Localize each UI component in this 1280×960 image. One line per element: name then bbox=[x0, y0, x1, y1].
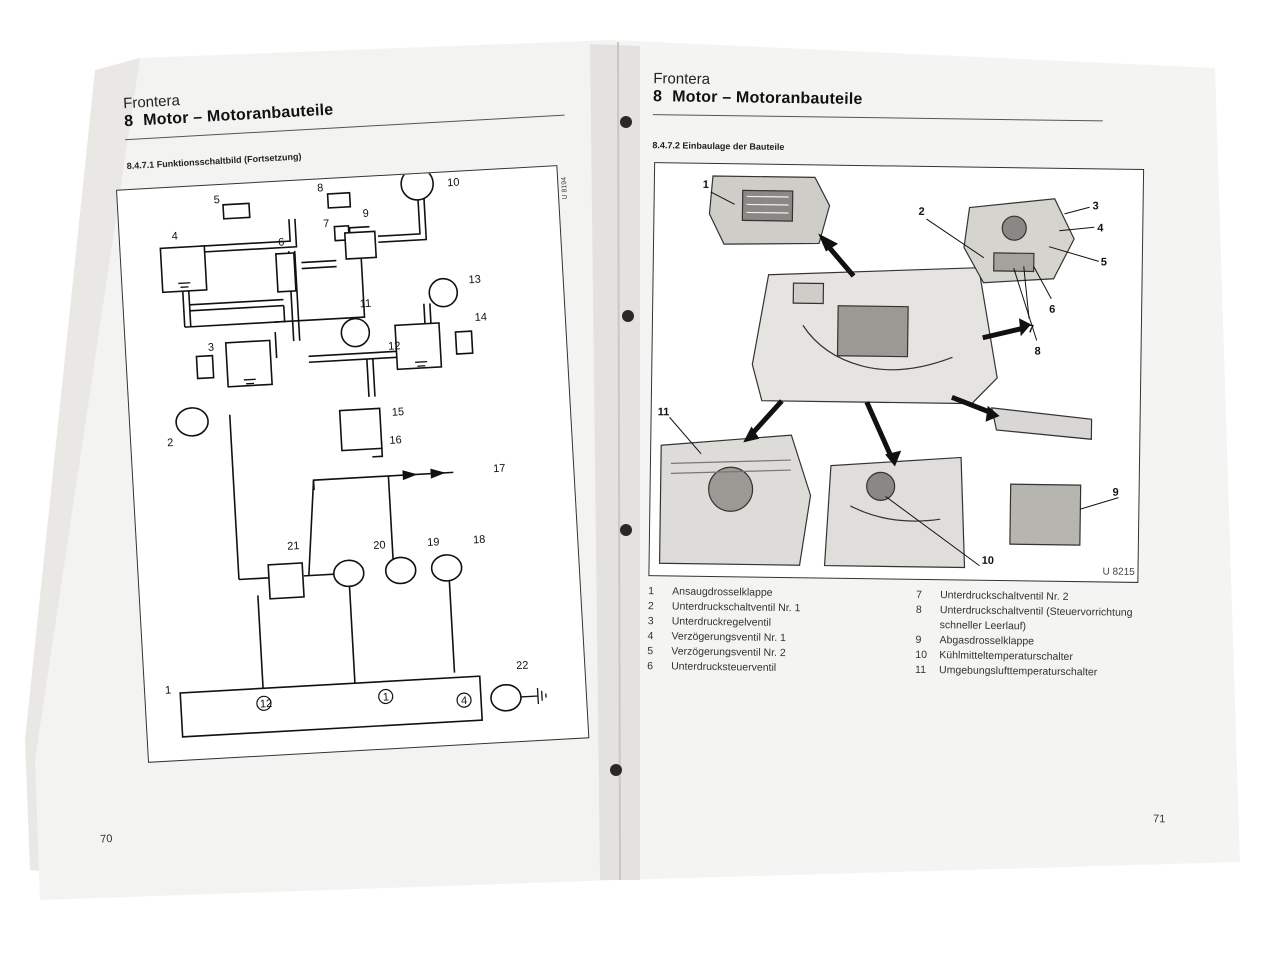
part-label-20: 20 bbox=[373, 539, 386, 552]
part-label-3: 3 bbox=[208, 342, 215, 354]
vacuum-schematic: 12 1 4 1 2 3 4 5 6 7 8 9 10 11 12 13 14 … bbox=[159, 167, 547, 738]
part-label-6: 6 bbox=[278, 236, 285, 248]
part-label-19: 19 bbox=[427, 536, 440, 549]
switch-19 bbox=[384, 556, 417, 585]
callout-3: 3 bbox=[1093, 200, 1099, 212]
switch-20 bbox=[332, 559, 365, 588]
valve-14 bbox=[394, 322, 443, 371]
part-label-17: 17 bbox=[493, 462, 506, 475]
section-title: 8.4.7.1 Funktionsschaltbild (Fortsetzung… bbox=[126, 151, 302, 172]
binding-hole bbox=[620, 524, 632, 536]
connector-4: 4 bbox=[461, 695, 468, 707]
callout-9: 9 bbox=[1113, 487, 1119, 499]
header-rule bbox=[652, 114, 1103, 122]
switch-22 bbox=[490, 683, 522, 712]
part-label-18: 18 bbox=[473, 534, 486, 547]
right-page: Frontera 8 Motor – Motoranbauteile 8.4.7.… bbox=[622, 58, 1245, 866]
part-label-4: 4 bbox=[171, 230, 178, 242]
part-label-1: 1 bbox=[165, 684, 172, 696]
switch-2 bbox=[175, 407, 209, 437]
chapter-number: 8 bbox=[652, 88, 663, 106]
valve-5 bbox=[222, 202, 251, 220]
callout-11: 11 bbox=[658, 406, 670, 418]
part-label-11: 11 bbox=[359, 298, 371, 311]
element-14a bbox=[454, 330, 474, 355]
valve-6 bbox=[274, 252, 297, 293]
page-number: 70 bbox=[99, 832, 113, 846]
part-label-9: 9 bbox=[362, 208, 369, 220]
element-3a bbox=[195, 354, 215, 380]
chapter-title: Motor – Motoranbauteile bbox=[672, 88, 863, 109]
part-label-14: 14 bbox=[474, 311, 487, 324]
part-label-21: 21 bbox=[287, 540, 300, 553]
callout-6: 6 bbox=[1049, 304, 1055, 316]
installation-drawings: 1 2 3 4 5 6 7 8 9 10 11 bbox=[658, 175, 1119, 569]
section-title: 8.4.7.2 Einbaulage der Bauteile bbox=[652, 140, 785, 152]
control-unit-1 bbox=[179, 675, 484, 738]
part-label-8: 8 bbox=[317, 182, 324, 194]
connector-12: 12 bbox=[260, 698, 273, 711]
sensor-11 bbox=[340, 317, 371, 348]
figure-code: U 8194 bbox=[560, 176, 570, 200]
part-label-2: 2 bbox=[167, 437, 174, 449]
binding-hole bbox=[610, 764, 622, 776]
part-label-13: 13 bbox=[468, 274, 481, 287]
installation-figure: 1 2 3 4 5 6 7 8 9 10 11 bbox=[648, 162, 1145, 583]
chapter-heading: 8 Motor – Motoranbauteile bbox=[653, 88, 863, 109]
valve-8 bbox=[326, 191, 352, 209]
switch-18 bbox=[430, 554, 463, 582]
callout-2: 2 bbox=[918, 206, 924, 218]
callout-7: 7 bbox=[1028, 323, 1034, 335]
brand-name: Frontera bbox=[122, 92, 181, 113]
part-label-15: 15 bbox=[392, 406, 405, 419]
box-16 bbox=[338, 407, 383, 452]
callout-4: 4 bbox=[1097, 222, 1104, 234]
part-label-7: 7 bbox=[323, 218, 330, 230]
callout-1: 1 bbox=[703, 179, 709, 191]
valve-9 bbox=[343, 230, 378, 260]
valve-4 bbox=[159, 245, 208, 294]
schematic-figure: 12 1 4 1 2 3 4 5 6 7 8 9 10 11 12 13 14 … bbox=[116, 165, 590, 763]
part-label-12: 12 bbox=[388, 340, 401, 353]
part-label-10: 10 bbox=[447, 177, 460, 190]
page-number: 71 bbox=[1152, 813, 1166, 826]
part-label-5: 5 bbox=[213, 194, 220, 206]
part-label-22: 22 bbox=[516, 659, 529, 672]
sensor-10 bbox=[400, 167, 434, 201]
callout-8: 8 bbox=[1034, 345, 1040, 357]
callout-5: 5 bbox=[1101, 256, 1107, 268]
part-label-16: 16 bbox=[389, 434, 402, 447]
sensor-13 bbox=[428, 277, 459, 308]
gutter-shadow bbox=[590, 44, 640, 880]
callout-10: 10 bbox=[982, 555, 994, 567]
binding-hole bbox=[620, 116, 632, 128]
chapter-number: 8 bbox=[123, 112, 134, 131]
valve-3 bbox=[224, 339, 273, 388]
figure-code: U 8215 bbox=[1102, 566, 1135, 578]
connector-1: 1 bbox=[382, 691, 389, 703]
brand-name: Frontera bbox=[653, 70, 711, 88]
binding-hole bbox=[622, 310, 634, 322]
relay-21 bbox=[267, 562, 305, 600]
